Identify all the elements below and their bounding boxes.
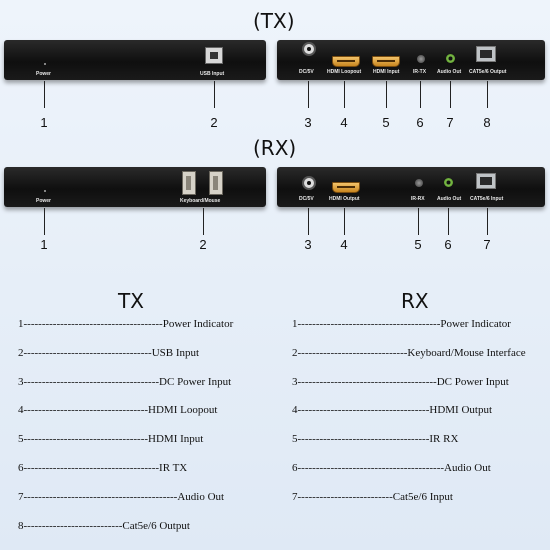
rx-callout-2: 2 [199, 237, 207, 252]
rx-ir-sensor-icon [415, 179, 423, 187]
tx-hdmi-loopout-label: HDMI Loopout [327, 69, 362, 75]
rx-dc-label: DC/5V [299, 196, 314, 202]
tx-callout-2: 2 [210, 115, 218, 130]
rx-leader-line-2 [203, 208, 204, 235]
rx-cat-input-label: CAT5e/6 Input [470, 196, 504, 202]
tx-leader-line-8 [487, 81, 488, 108]
usb-b-port-icon [205, 47, 223, 64]
rx-leader-line-7 [487, 208, 488, 235]
tx-leader-line-6 [420, 81, 421, 108]
tx-audio-label: Audio Out [437, 69, 462, 75]
tx-callout-7: 7 [446, 115, 454, 130]
tx-leader-line-5 [386, 81, 387, 108]
rx-keyboard-mouse-label: Keyboard/Mouse [180, 198, 221, 204]
tx-power-label: Power [36, 71, 52, 77]
rx-leader-line-5 [418, 208, 419, 235]
rx-legend-item: 1---------------------------------------… [292, 318, 511, 330]
tx-leader-line-7 [450, 81, 451, 108]
rx-callout-4: 4 [340, 237, 348, 252]
tx-dc-jack-icon [302, 42, 316, 56]
rx-power-label: Power [36, 198, 52, 204]
tx-ir-label: IR-TX [413, 69, 427, 75]
rx-front-panel: Power Keyboard/Mouse [4, 167, 266, 207]
tx-leader-line-1 [44, 81, 45, 108]
rx-callout-1: 1 [40, 237, 48, 252]
tx-callout-1: 1 [40, 115, 48, 130]
tx-ir-sensor-icon [417, 55, 425, 63]
tx-callout-5: 5 [382, 115, 390, 130]
rx-callout-3: 3 [304, 237, 312, 252]
rx-dc-jack-icon [302, 176, 316, 190]
tx-legend-item: 3-------------------------------------DC… [18, 376, 232, 388]
tx-callout-8: 8 [483, 115, 491, 130]
rx-audio-jack-icon [444, 178, 453, 187]
tx-hdmi-loopout-port-icon [332, 56, 360, 67]
rx-leader-line-1 [44, 208, 45, 235]
rx-list-heading: RX [401, 289, 429, 313]
tx-leader-line-2 [214, 81, 215, 108]
rx-hdmi-output-port-icon [332, 182, 360, 193]
tx-callout-6: 6 [416, 115, 424, 130]
tx-rj45-port-icon [476, 46, 496, 62]
rx-rj45-port-icon [476, 173, 496, 189]
rx-rear-panel: DC/5V HDMI Output IR-RX Audio Out CAT5e/… [277, 167, 545, 207]
tx-legend-item: 2-----------------------------------USB … [18, 347, 200, 359]
tx-diagram-title: (TX) [253, 9, 295, 33]
tx-legend-item: 1--------------------------------------P… [18, 318, 234, 330]
tx-usb-input-label: USB Input [200, 71, 225, 77]
rx-diagram-title: (RX) [253, 136, 297, 160]
rx-hdmi-output-label: HDMI Output [329, 196, 360, 202]
rx-leader-line-4 [344, 208, 345, 235]
rx-legend-item: 3--------------------------------------D… [292, 376, 509, 388]
tx-cat-output-label: CAT5e/6 Output [469, 69, 507, 75]
tx-list-heading: TX [118, 289, 144, 313]
rx-leader-line-3 [308, 208, 309, 235]
tx-legend-item: 7---------------------------------------… [18, 491, 225, 503]
usb-a-port-icon-1 [182, 171, 196, 195]
tx-legend-item: 4----------------------------------HDMI … [18, 404, 218, 416]
rx-legend-item: 4------------------------------------HDM… [292, 404, 493, 416]
tx-legend-item: 6-------------------------------------IR… [18, 462, 188, 474]
tx-front-panel: Power USB Input [4, 40, 266, 80]
tx-audio-jack-icon [446, 54, 455, 63]
usb-a-port-icon-2 [209, 171, 223, 195]
rx-callout-6: 6 [444, 237, 452, 252]
tx-rear-panel: DC/5V HDMI Loopout HDMI Input IR-TX Audi… [277, 40, 545, 80]
tx-power-led [44, 63, 46, 65]
tx-leader-line-3 [308, 81, 309, 108]
rx-leader-line-6 [448, 208, 449, 235]
rx-legend-item: 6---------------------------------------… [292, 462, 491, 474]
rx-callout-5: 5 [414, 237, 422, 252]
rx-legend-item: 2------------------------------Keyboard/… [292, 347, 526, 359]
tx-legend-item: 5----------------------------------HDMI … [18, 433, 204, 445]
rx-callout-7: 7 [483, 237, 491, 252]
tx-callout-4: 4 [340, 115, 348, 130]
tx-leader-line-4 [344, 81, 345, 108]
tx-hdmi-input-port-icon [372, 56, 400, 67]
tx-callout-3: 3 [304, 115, 312, 130]
tx-hdmi-input-label: HDMI Input [373, 69, 400, 75]
rx-audio-label: Audio Out [437, 196, 462, 202]
tx-legend-item: 8---------------------------Cat5e/6 Outp… [18, 520, 190, 532]
rx-power-led [44, 190, 46, 192]
tx-dc-label: DC/5V [299, 69, 314, 75]
rx-ir-label: IR-RX [411, 196, 425, 202]
rx-legend-item: 7--------------------------Cat5e/6 Input [292, 491, 453, 503]
rx-legend-item: 5------------------------------------IR … [292, 433, 459, 445]
